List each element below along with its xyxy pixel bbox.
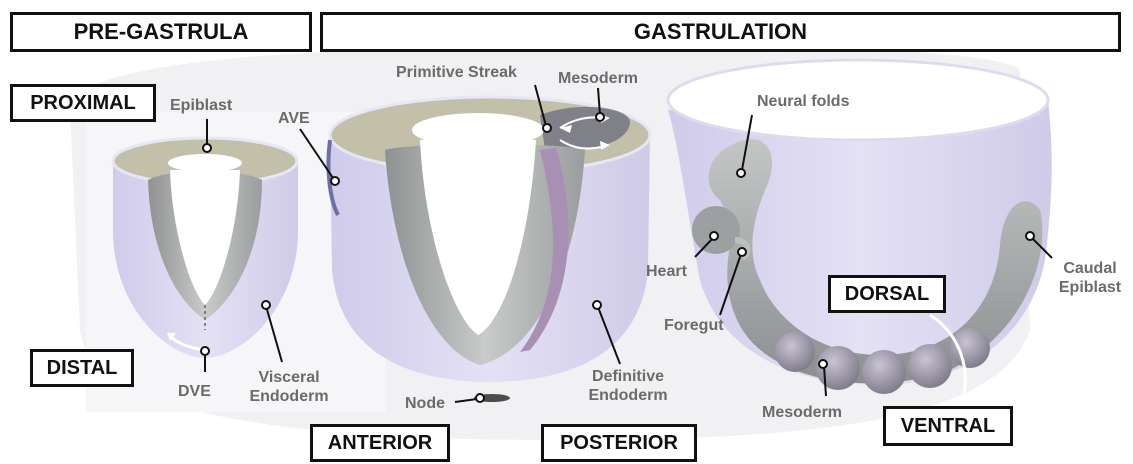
posterior-axis-label: POSTERIOR <box>541 424 697 462</box>
heart-label: Heart <box>646 262 687 281</box>
node-label: Node <box>405 394 445 413</box>
dorsal-axis-label: DORSAL <box>828 275 946 313</box>
definitive-endoderm-label-line1: Definitive <box>576 367 680 386</box>
primitive-streak-label: Primitive Streak <box>396 63 517 82</box>
caudal-epiblast-label: Caudal Epiblast <box>1050 259 1130 297</box>
mesoderm-top-label: Mesoderm <box>558 69 638 88</box>
visceral-endoderm-label-line2: Endoderm <box>243 387 335 406</box>
gastrulation-header: GASTRULATION <box>320 12 1121 52</box>
definitive-endoderm-label: Definitive Endoderm <box>576 367 680 405</box>
visceral-endoderm-label: Visceral Endoderm <box>243 368 335 406</box>
anterior-axis-label: ANTERIOR <box>310 424 450 462</box>
pre-gastrula-header: PRE-GASTRULA <box>10 12 312 52</box>
definitive-endoderm-label-line2: Endoderm <box>576 386 680 405</box>
mesoderm-bottom-label: Mesoderm <box>762 403 842 422</box>
ave-label: AVE <box>278 109 310 128</box>
caudal-epiblast-label-line1: Caudal <box>1050 259 1130 278</box>
ventral-axis-label: VENTRAL <box>883 406 1013 446</box>
visceral-endoderm-label-line1: Visceral <box>243 368 335 387</box>
neural-folds-label: Neural folds <box>757 92 849 111</box>
foregut-label: Foregut <box>664 316 724 335</box>
dve-label: DVE <box>178 382 211 401</box>
epiblast-label: Epiblast <box>170 96 232 115</box>
proximal-axis-label: PROXIMAL <box>10 84 156 122</box>
distal-axis-label: DISTAL <box>30 349 134 387</box>
caudal-epiblast-label-line2: Epiblast <box>1050 278 1130 297</box>
